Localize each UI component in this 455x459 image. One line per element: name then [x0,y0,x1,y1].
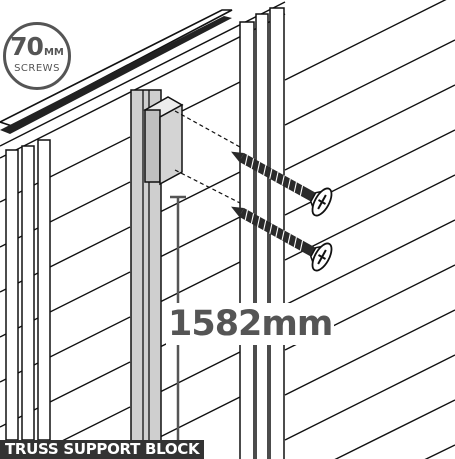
cladding-boards [284,0,455,459]
cladding-boards-left [0,81,241,458]
studs [5,7,285,459]
support-block [143,96,184,186]
badge-caption: SCREWS [14,63,60,74]
caption-bar: TRUSS SUPPORT BLOCK [0,440,205,459]
badge-unit: MM [43,47,64,58]
badge-number: 70MM [6,32,68,61]
badge-value: 70 [10,32,44,61]
projection-lines [174,110,241,204]
screw-size-badge: 70MM SCREWS [3,22,71,90]
screw-icon [231,151,333,217]
top-plate [0,1,286,159]
dimension-label: 1582mm [166,303,335,345]
screw-icon [231,206,333,272]
